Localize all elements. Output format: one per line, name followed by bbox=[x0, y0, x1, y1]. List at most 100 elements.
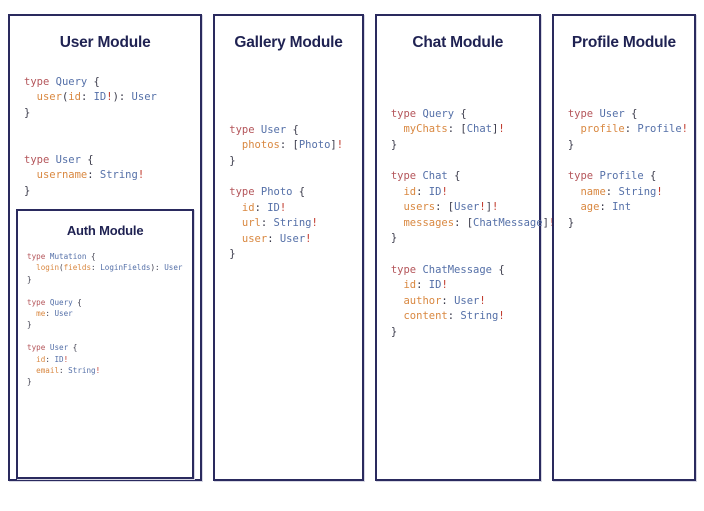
code-token-punctuation: : bbox=[45, 308, 55, 318]
code-token-punctuation: { bbox=[292, 185, 306, 198]
code-token-type_name: Photo bbox=[260, 185, 293, 198]
code-token-non_null: ! bbox=[106, 91, 113, 104]
code-token-punctuation: { bbox=[86, 251, 96, 261]
module-code-chat: type Query { myChats: [Chat]! } type Cha… bbox=[377, 107, 555, 341]
code-token-keyword: type bbox=[24, 153, 50, 166]
code-token-punctuation: : bbox=[91, 263, 101, 273]
code-token-punctuation bbox=[391, 186, 404, 198]
module-code-gallery: type User { photos: [Photo]! } type Phot… bbox=[215, 123, 362, 263]
code-token-punctuation bbox=[391, 123, 404, 135]
code-token-punctuation bbox=[568, 123, 581, 135]
code-token-field_name: username bbox=[36, 169, 88, 182]
code-token-punctuation: } bbox=[229, 248, 236, 261]
module-code-auth: type Mutation { login(fields: LoginField… bbox=[18, 251, 192, 388]
code-token-type_name: User bbox=[131, 91, 157, 104]
code-token-non_null: ! bbox=[492, 201, 499, 214]
code-token-type_name: ID bbox=[93, 91, 107, 104]
code-token-type_name: String bbox=[273, 217, 312, 230]
code-token-field_name: messages bbox=[403, 216, 455, 229]
code-token-punctuation bbox=[24, 169, 37, 181]
code-token-keyword: type bbox=[229, 123, 255, 136]
code-token-type_name: Query bbox=[422, 107, 455, 120]
code-token-non_null: ! bbox=[441, 279, 448, 292]
code-token-punctuation: : bbox=[447, 310, 461, 323]
code-token-punctuation bbox=[24, 91, 37, 103]
code-token-punctuation: : bbox=[87, 169, 100, 182]
code-token-non_null: ! bbox=[479, 294, 486, 307]
module-title-user: User Module bbox=[59, 34, 151, 51]
code-token-punctuation: : bbox=[605, 185, 619, 198]
code-token-punctuation: { bbox=[492, 263, 505, 276]
code-token-type_name: String bbox=[68, 366, 96, 375]
module-panel-row: User Module type Query { user(id: ID!): … bbox=[8, 14, 696, 481]
code-token-punctuation: ): bbox=[112, 91, 132, 104]
module-code-user: type Query { user(id: ID!): User } type … bbox=[10, 75, 200, 200]
code-token-type_name: User bbox=[599, 107, 625, 120]
code-token-punctuation: { bbox=[80, 153, 94, 166]
code-token-type_name: User bbox=[54, 308, 73, 318]
code-token-punctuation: : [ bbox=[279, 139, 299, 152]
code-token-punctuation: { bbox=[454, 107, 467, 120]
code-token-non_null: ! bbox=[279, 201, 287, 214]
module-title-chat: Chat Module bbox=[412, 34, 504, 51]
module-panel-gallery[interactable]: Gallery Module type User { photos: [Phot… bbox=[213, 14, 364, 481]
code-token-type_name: User bbox=[454, 201, 480, 214]
code-token-field_name: user bbox=[241, 232, 268, 245]
code-token-field_name: id bbox=[68, 91, 81, 104]
module-panel-user[interactable]: User Module type Query { user(id: ID!): … bbox=[8, 14, 203, 481]
code-token-punctuation: { bbox=[643, 169, 657, 182]
code-token-type_name: Int bbox=[612, 201, 632, 214]
code-token-punctuation bbox=[391, 279, 404, 291]
code-token-punctuation: { bbox=[72, 297, 82, 307]
code-token-non_null: ! bbox=[137, 169, 145, 182]
code-token-punctuation bbox=[229, 202, 242, 214]
code-token-field_name: url bbox=[241, 217, 261, 230]
code-token-keyword: type bbox=[567, 107, 594, 120]
code-token-type_name: ID bbox=[54, 354, 64, 364]
code-token-punctuation: ( bbox=[59, 263, 64, 273]
module-panel-profile[interactable]: Profile Module type User { profile: Prof… bbox=[551, 14, 696, 481]
code-token-punctuation: ] bbox=[485, 201, 493, 214]
code-token-keyword: type bbox=[390, 107, 417, 120]
code-token-punctuation: { bbox=[68, 343, 78, 353]
code-token-punctuation: } bbox=[27, 377, 32, 387]
code-token-keyword: type bbox=[24, 75, 50, 88]
code-token-punctuation bbox=[229, 217, 242, 229]
code-token-field_name: myChats bbox=[403, 123, 448, 136]
code-token-field_name: author bbox=[403, 294, 442, 307]
code-token-punctuation: : bbox=[80, 91, 94, 104]
code-token-punctuation bbox=[391, 295, 404, 307]
code-token-punctuation: } bbox=[229, 154, 236, 167]
code-token-punctuation: : bbox=[254, 201, 268, 214]
code-token-field_name: profile bbox=[580, 123, 625, 136]
code-token-keyword: type bbox=[27, 343, 46, 353]
code-token-punctuation: ] bbox=[492, 123, 499, 136]
module-panel-chat[interactable]: Chat Module type Query { myChats: [Chat]… bbox=[374, 14, 555, 481]
code-token-non_null: ! bbox=[479, 201, 486, 214]
module-panel-auth[interactable]: Auth Module type Mutation { login(fields… bbox=[16, 209, 195, 479]
code-token-punctuation: ): bbox=[150, 263, 165, 273]
code-token-punctuation: } bbox=[24, 184, 31, 197]
code-token-punctuation bbox=[27, 355, 36, 364]
code-token-type_name: User bbox=[164, 263, 183, 273]
code-token-non_null: ! bbox=[498, 123, 505, 136]
code-token-non_null: ! bbox=[311, 217, 318, 230]
code-token-punctuation: } bbox=[390, 138, 398, 151]
code-token-field_name: fields bbox=[63, 263, 92, 273]
code-token-type_name: Mutation bbox=[49, 251, 87, 261]
code-token-keyword: type bbox=[229, 185, 255, 198]
code-token-punctuation: { bbox=[286, 123, 299, 136]
code-token-punctuation: } bbox=[27, 320, 32, 330]
code-token-type_name: User bbox=[49, 343, 69, 353]
code-token-keyword: type bbox=[27, 297, 46, 307]
code-token-type_name: Profile bbox=[637, 123, 682, 136]
code-token-type_name: String bbox=[460, 310, 499, 323]
code-token-punctuation: { bbox=[624, 107, 638, 120]
code-token-field_name: login bbox=[36, 263, 60, 273]
code-token-non_null: ! bbox=[305, 232, 312, 245]
code-token-keyword: type bbox=[390, 263, 417, 276]
code-token-punctuation bbox=[391, 201, 404, 213]
code-token-punctuation: ] bbox=[542, 216, 549, 229]
code-token-type_name: Query bbox=[55, 75, 88, 88]
code-token-punctuation bbox=[229, 233, 242, 245]
